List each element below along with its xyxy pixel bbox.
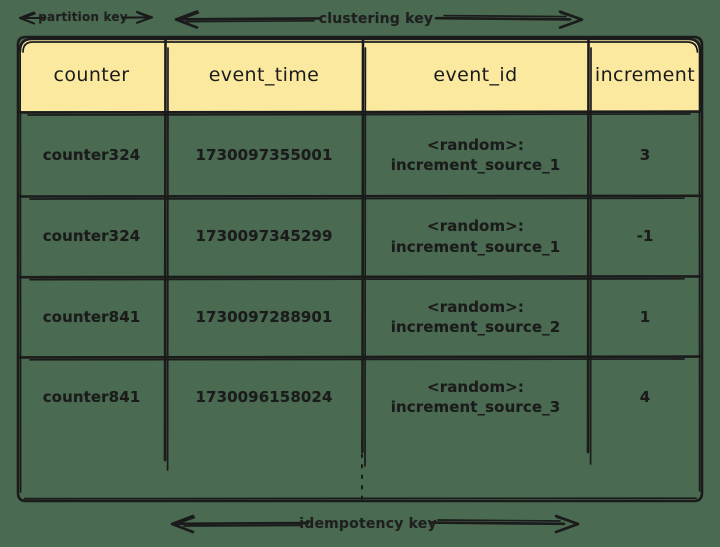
row-separators xyxy=(17,194,703,361)
cell-counter: counter841 xyxy=(42,307,141,326)
column-header-event-id-label: event_id xyxy=(433,64,518,86)
cell-event-time: 1730097355001 xyxy=(195,145,333,164)
cell-event-time: 1730097345299 xyxy=(195,227,333,246)
table-row[interactable]: -1 xyxy=(588,196,702,277)
idempotency-key-label: idempotency key xyxy=(299,516,437,532)
cell-counter: counter841 xyxy=(42,387,141,406)
table-row[interactable]: 1730097355001 xyxy=(165,114,363,196)
cell-event-id-line2: increment_source_1 xyxy=(390,237,561,256)
column-header-counter-label: counter xyxy=(53,64,130,86)
cell-event-time: 1730097288901 xyxy=(195,307,333,326)
cell-counter: counter324 xyxy=(42,227,141,246)
cell-counter: counter324 xyxy=(42,145,141,164)
table-row[interactable]: <random>: increment_source_1 xyxy=(363,114,588,196)
table-row[interactable]: 4 xyxy=(588,357,702,437)
column-header-counter[interactable]: counter xyxy=(18,39,165,111)
table-row[interactable]: counter841 xyxy=(18,277,165,357)
column-header-event-time-label: event_time xyxy=(208,64,320,86)
partition-key-arrow xyxy=(18,10,154,25)
column-header-increment-label: increment xyxy=(594,64,696,86)
idempotency-key-arrow xyxy=(170,514,580,534)
table-row[interactable]: 1730097288901 xyxy=(165,277,363,357)
table-row[interactable]: counter841 xyxy=(18,357,165,437)
column-header-increment[interactable]: increment xyxy=(588,39,702,111)
cell-event-id-line1: <random>: xyxy=(427,377,524,396)
clustering-key-arrow xyxy=(174,10,584,29)
cell-event-time: 1730096158024 xyxy=(195,387,333,406)
table-row[interactable]: counter324 xyxy=(18,114,165,196)
cell-event-id-line2: increment_source_2 xyxy=(390,318,561,336)
table-row[interactable]: <random>: increment_source_3 xyxy=(363,357,588,437)
cell-increment: 3 xyxy=(639,145,651,164)
table-row[interactable]: 1 xyxy=(588,277,702,357)
column-header-event-time[interactable]: event_time xyxy=(165,39,363,111)
column-separators xyxy=(163,38,592,471)
clustering-key-label: clustering key xyxy=(318,11,434,27)
table-row[interactable]: <random>: increment_source_1 xyxy=(363,196,588,277)
cell-event-id-line1: <random>: xyxy=(427,297,524,316)
column-header-event-id[interactable]: event_id xyxy=(363,39,588,111)
cell-event-id-line1: <random>: xyxy=(427,135,524,154)
cell-event-id-line1: <random>: xyxy=(427,217,524,236)
cell-increment: 1 xyxy=(639,307,651,326)
cell-event-id-line2: increment_source_3 xyxy=(390,398,561,416)
table-row[interactable]: 3 xyxy=(588,114,702,196)
table-row[interactable]: 1730096158024 xyxy=(165,357,363,437)
table-row[interactable]: counter324 xyxy=(18,196,165,277)
cell-event-id-line2: increment_source_1 xyxy=(390,156,561,174)
table-row[interactable]: 1730097345299 xyxy=(165,196,363,277)
schema-table: counter event_time event_id increment co… xyxy=(18,34,702,504)
cell-increment: -1 xyxy=(636,227,654,246)
cell-increment: 4 xyxy=(639,387,651,406)
table-row[interactable]: <random>: increment_source_2 xyxy=(363,277,588,357)
partition-key-label: partition key xyxy=(38,10,128,24)
table-header-fill xyxy=(18,37,702,114)
